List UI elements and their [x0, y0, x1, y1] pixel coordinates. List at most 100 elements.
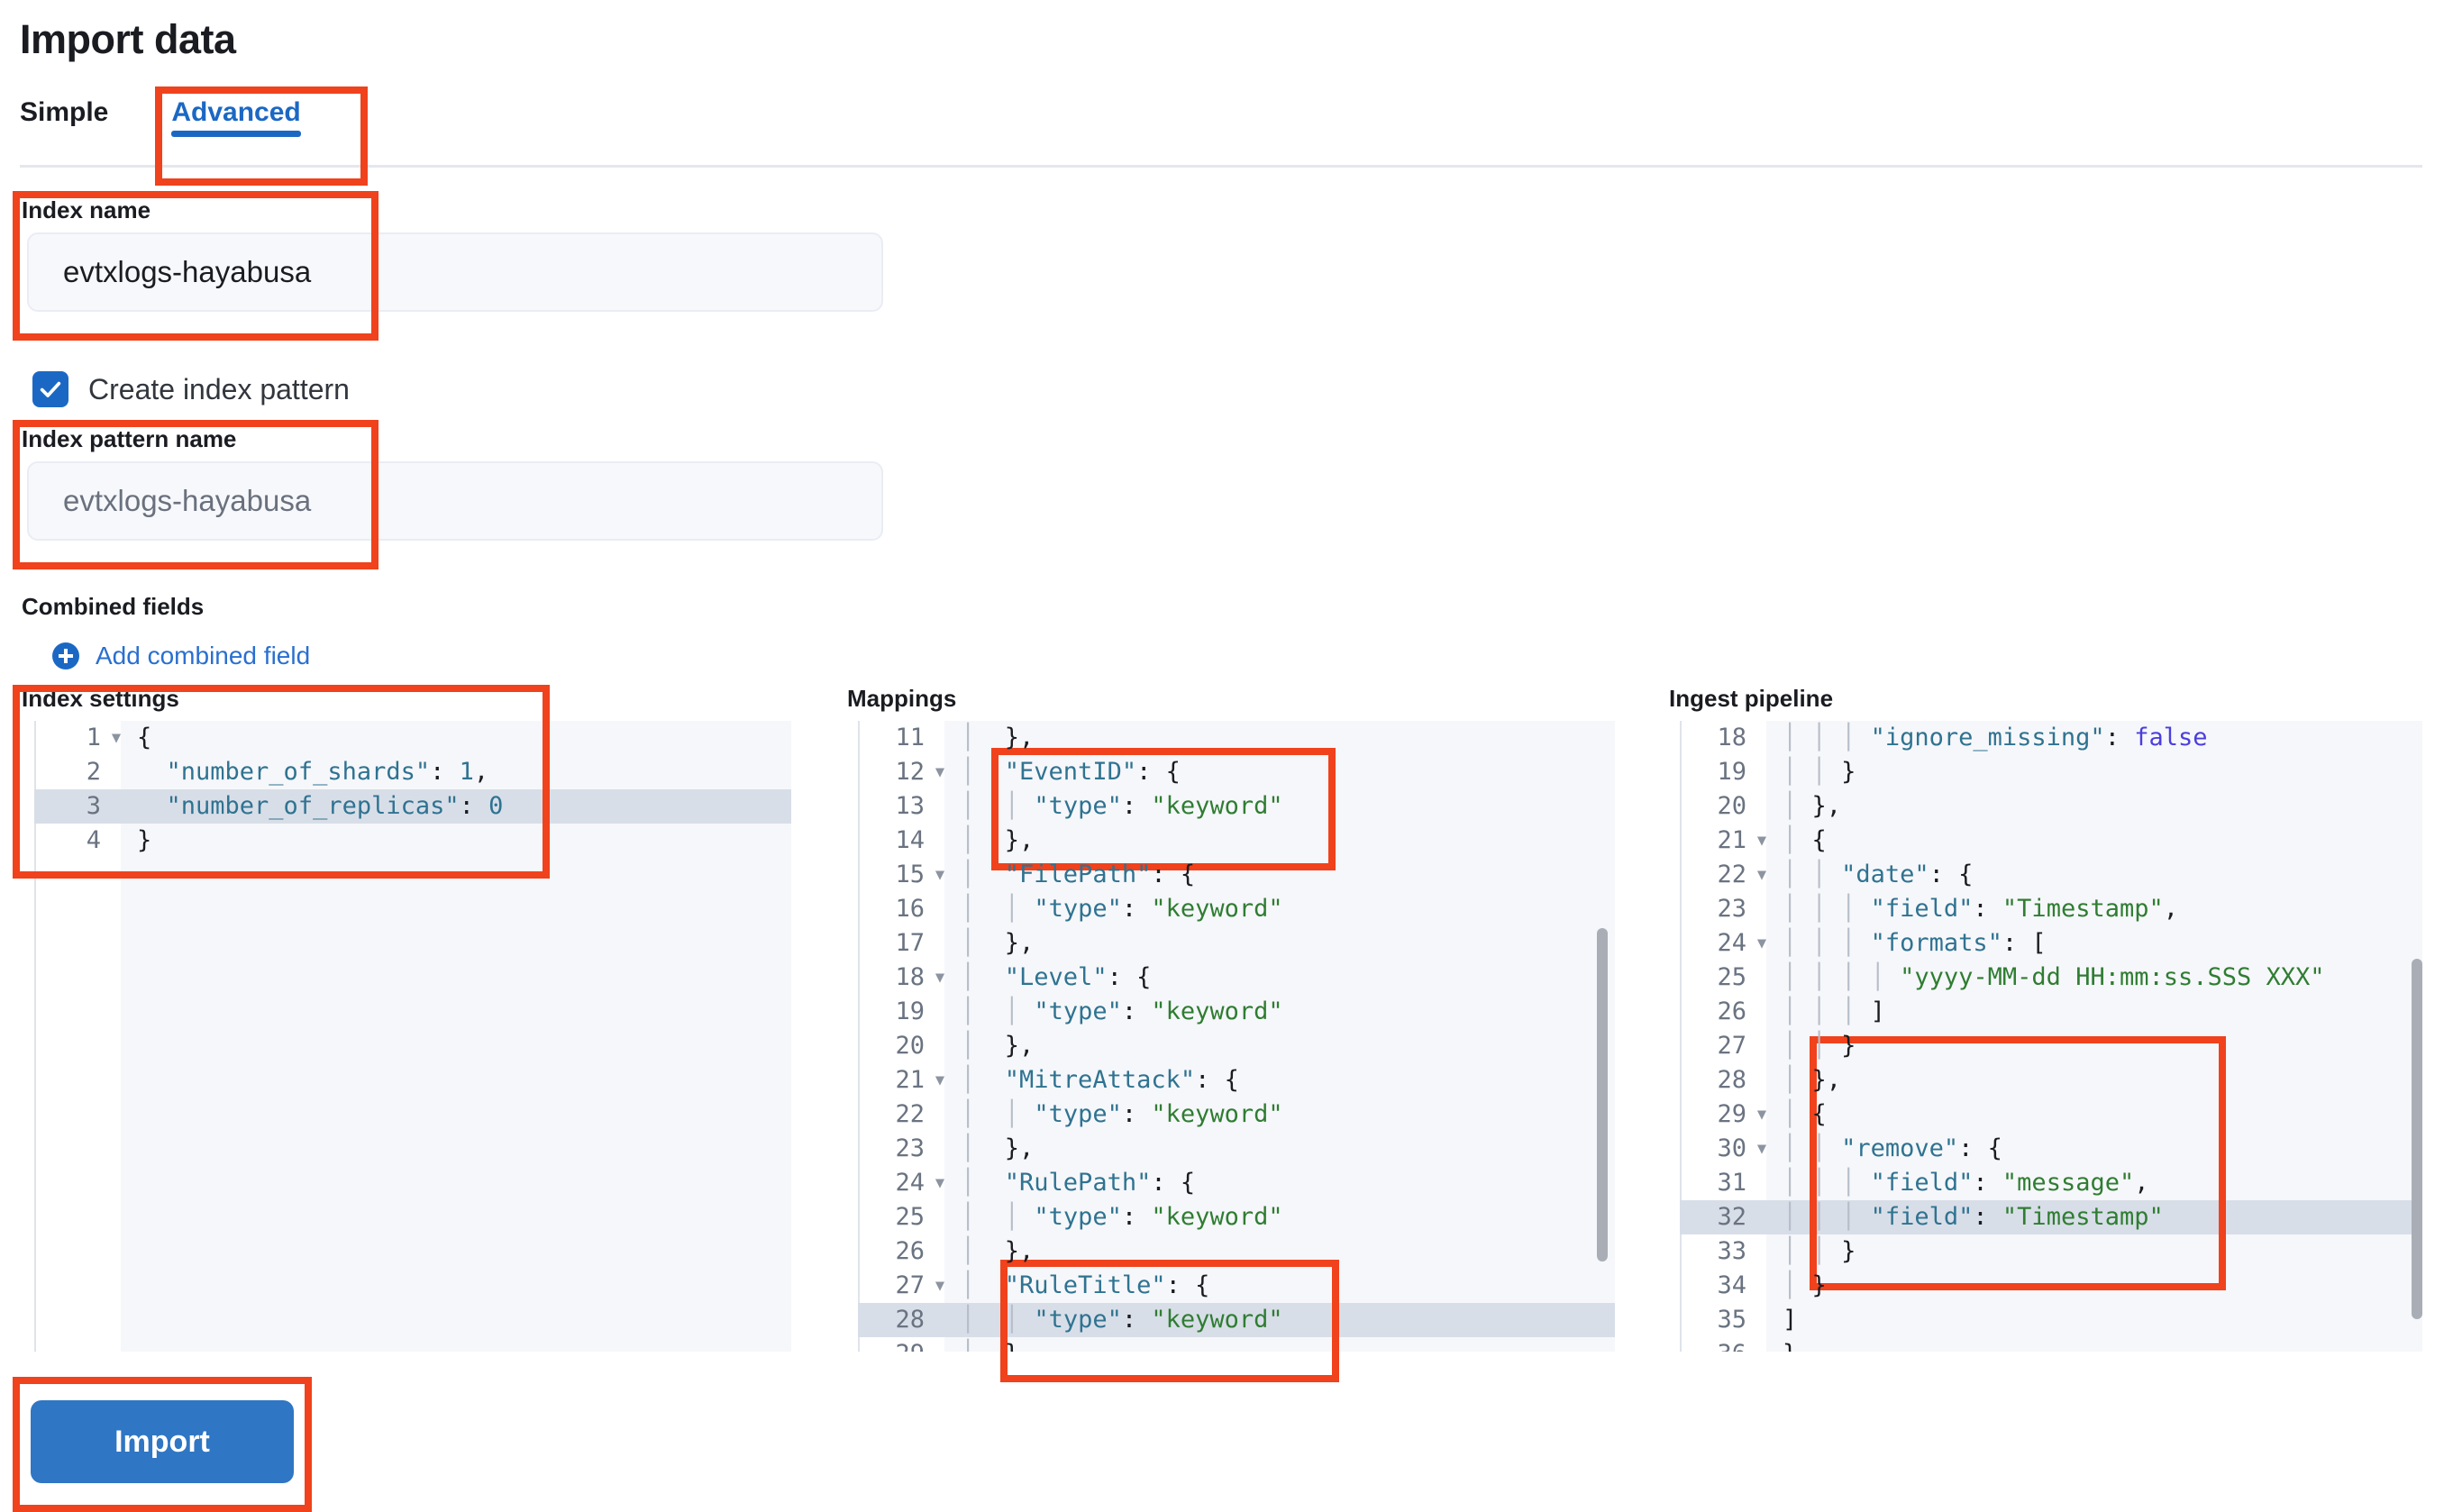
code-text: {: [137, 724, 152, 751]
code-text: │ },: [1783, 792, 1842, 820]
code-line[interactable]: 32│ │ │ "field": "Timestamp": [1680, 1200, 2422, 1234]
line-number: 16: [895, 895, 925, 923]
code-line[interactable]: 24▼│ "RulePath": {: [858, 1166, 1615, 1200]
code-line[interactable]: 18│ │ │ "ignore_missing": false: [1680, 721, 2422, 755]
code-text: │ {: [1783, 1100, 1827, 1128]
index-pattern-name-input[interactable]: evtxlogs-hayabusa: [27, 461, 883, 541]
code-line[interactable]: 34│ }: [1680, 1269, 2422, 1303]
line-number: 21: [895, 1066, 925, 1094]
code-line[interactable]: 31│ │ │ "field": "message",: [1680, 1166, 2422, 1200]
line-number: 19: [895, 997, 925, 1025]
code-text: │ │ "date": {: [1783, 861, 1974, 888]
code-line[interactable]: 33│ │ }: [1680, 1234, 2422, 1269]
tab-bar: Simple Advanced: [20, 97, 339, 148]
code-line[interactable]: 25│ │ "type": "keyword": [858, 1200, 1615, 1234]
code-line[interactable]: 29│ },: [858, 1337, 1615, 1352]
mappings-vertical-scrollbar[interactable]: [1597, 928, 1608, 1262]
code-text: }: [1774, 1337, 2422, 1352]
code-line[interactable]: 27▼│ "RuleTitle": {: [858, 1269, 1615, 1303]
code-line[interactable]: 26│ │ │ ]: [1680, 995, 2422, 1029]
line-number: 35: [1717, 1306, 1746, 1334]
code-line[interactable]: 14│ },: [858, 824, 1615, 858]
fold-arrow-icon[interactable]: ▼: [935, 866, 945, 884]
code-line[interactable]: 18▼│ "Level": {: [858, 961, 1615, 995]
line-number: 26: [895, 1237, 925, 1265]
import-button[interactable]: Import: [31, 1400, 294, 1483]
code-line[interactable]: 25│ │ │ │ "yyyy-MM-dd HH:mm:ss.SSS XXX": [1680, 961, 2422, 995]
code-text: │ "Level": {: [961, 963, 1152, 991]
code-line[interactable]: 13│ │ "type": "keyword": [858, 789, 1615, 824]
code-line[interactable]: 3 "number_of_replicas": 0: [34, 789, 791, 824]
fold-arrow-icon[interactable]: ▼: [935, 969, 945, 987]
code-line[interactable]: 21▼│ "MitreAttack": {: [858, 1063, 1615, 1098]
code-line[interactable]: 28│ },: [1680, 1063, 2422, 1098]
line-number: 22: [1717, 861, 1746, 888]
line-number: 19: [1717, 758, 1746, 786]
code-line[interactable]: 23│ },: [858, 1132, 1615, 1166]
fold-arrow-icon[interactable]: ▼: [1756, 934, 1767, 952]
code-line[interactable]: 15▼│ "FilePath": {: [858, 858, 1615, 892]
create-index-pattern-row[interactable]: Create index pattern: [32, 371, 350, 407]
line-number: 18: [1717, 724, 1746, 751]
code-line[interactable]: 24▼│ │ │ "formats": [: [1680, 926, 2422, 961]
combined-fields-label: Combined fields: [22, 593, 205, 620]
code-text: │ },: [961, 1134, 1035, 1162]
code-line[interactable]: 27│ │ }: [1680, 1029, 2422, 1063]
line-number: 28: [1717, 1066, 1746, 1094]
code-text: │ │ "type": "keyword": [961, 1203, 1283, 1231]
code-line[interactable]: 30▼│ │ "remove": {: [1680, 1132, 2422, 1166]
line-number: 28: [895, 1306, 925, 1334]
index-name-input[interactable]: evtxlogs-hayabusa: [27, 232, 883, 312]
code-text: │ │ }: [1783, 1237, 1856, 1265]
fold-arrow-icon[interactable]: ▼: [1756, 1106, 1767, 1124]
fold-arrow-icon[interactable]: ▼: [1756, 1140, 1767, 1158]
editor-left-rule: [34, 721, 36, 1352]
code-line[interactable]: 26 │ },: [858, 1234, 1615, 1269]
code-text: │ │ │ "field": "Timestamp": [1783, 1203, 2164, 1231]
code-line[interactable]: 2 "number_of_shards": 1,: [34, 755, 791, 789]
code-line[interactable]: 1▼{: [34, 721, 791, 755]
code-line[interactable]: 19│ │ }: [1680, 755, 2422, 789]
ingest-pipeline-vertical-scrollbar[interactable]: [2412, 959, 2422, 1319]
fold-arrow-icon[interactable]: ▼: [935, 763, 945, 781]
line-number: 22: [895, 1100, 925, 1128]
code-line[interactable]: 20│ },: [1680, 789, 2422, 824]
mappings-editor[interactable]: 11│ },12▼│ "EventID": {13│ │ "type": "ke…: [858, 721, 1615, 1352]
code-line[interactable]: 21▼│ {: [1680, 824, 2422, 858]
line-number: 2: [86, 758, 101, 786]
code-line[interactable]: 19│ │ "type": "keyword": [858, 995, 1615, 1029]
fold-arrow-icon[interactable]: ▼: [1756, 832, 1767, 850]
tab-divider: [20, 165, 2422, 168]
fold-arrow-icon[interactable]: ▼: [935, 1071, 945, 1089]
line-number: 17: [895, 929, 925, 957]
line-number: 23: [1717, 895, 1746, 923]
fold-arrow-icon[interactable]: ▼: [111, 729, 122, 747]
code-line[interactable]: 28│ │ "type": "keyword": [858, 1303, 1615, 1337]
code-text: │ │ "type": "keyword": [961, 1100, 1283, 1128]
fold-arrow-icon[interactable]: ▼: [935, 1277, 945, 1295]
index-settings-editor[interactable]: 1▼{2 "number_of_shards": 1,3 "number_of_…: [34, 721, 791, 1352]
checkbox-checked-icon[interactable]: [32, 371, 68, 407]
code-line[interactable]: 4}: [34, 824, 791, 858]
fold-arrow-icon[interactable]: ▼: [1756, 866, 1767, 884]
index-settings-label: Index settings: [22, 685, 179, 712]
code-line[interactable]: 22 ▼ │ │ "date": {: [1680, 858, 2422, 892]
code-text: │ },: [961, 1237, 1035, 1265]
code-line[interactable]: 22 │ │ "type": "keyword": [858, 1098, 1615, 1132]
gutter-background: [34, 721, 121, 1352]
code-line[interactable]: 36}: [1680, 1337, 2422, 1352]
code-line[interactable]: 35]: [1680, 1303, 2422, 1337]
code-line[interactable]: 12▼│ "EventID": {: [858, 755, 1615, 789]
code-line[interactable]: 16│ │ "type": "keyword": [858, 892, 1615, 926]
code-line[interactable]: 17│ },: [858, 926, 1615, 961]
fold-arrow-icon[interactable]: ▼: [935, 1174, 945, 1192]
tab-advanced[interactable]: Advanced: [133, 97, 338, 148]
add-combined-field-link[interactable]: Add combined field: [52, 642, 310, 670]
code-text: │ },: [961, 826, 1035, 854]
tab-simple[interactable]: Simple: [20, 97, 133, 148]
code-line[interactable]: 29▼│ {: [1680, 1098, 2422, 1132]
code-line[interactable]: 20│ },: [858, 1029, 1615, 1063]
code-line[interactable]: 23│ │ │ "field": "Timestamp",: [1680, 892, 2422, 926]
code-line[interactable]: 11│ },: [858, 721, 1615, 755]
